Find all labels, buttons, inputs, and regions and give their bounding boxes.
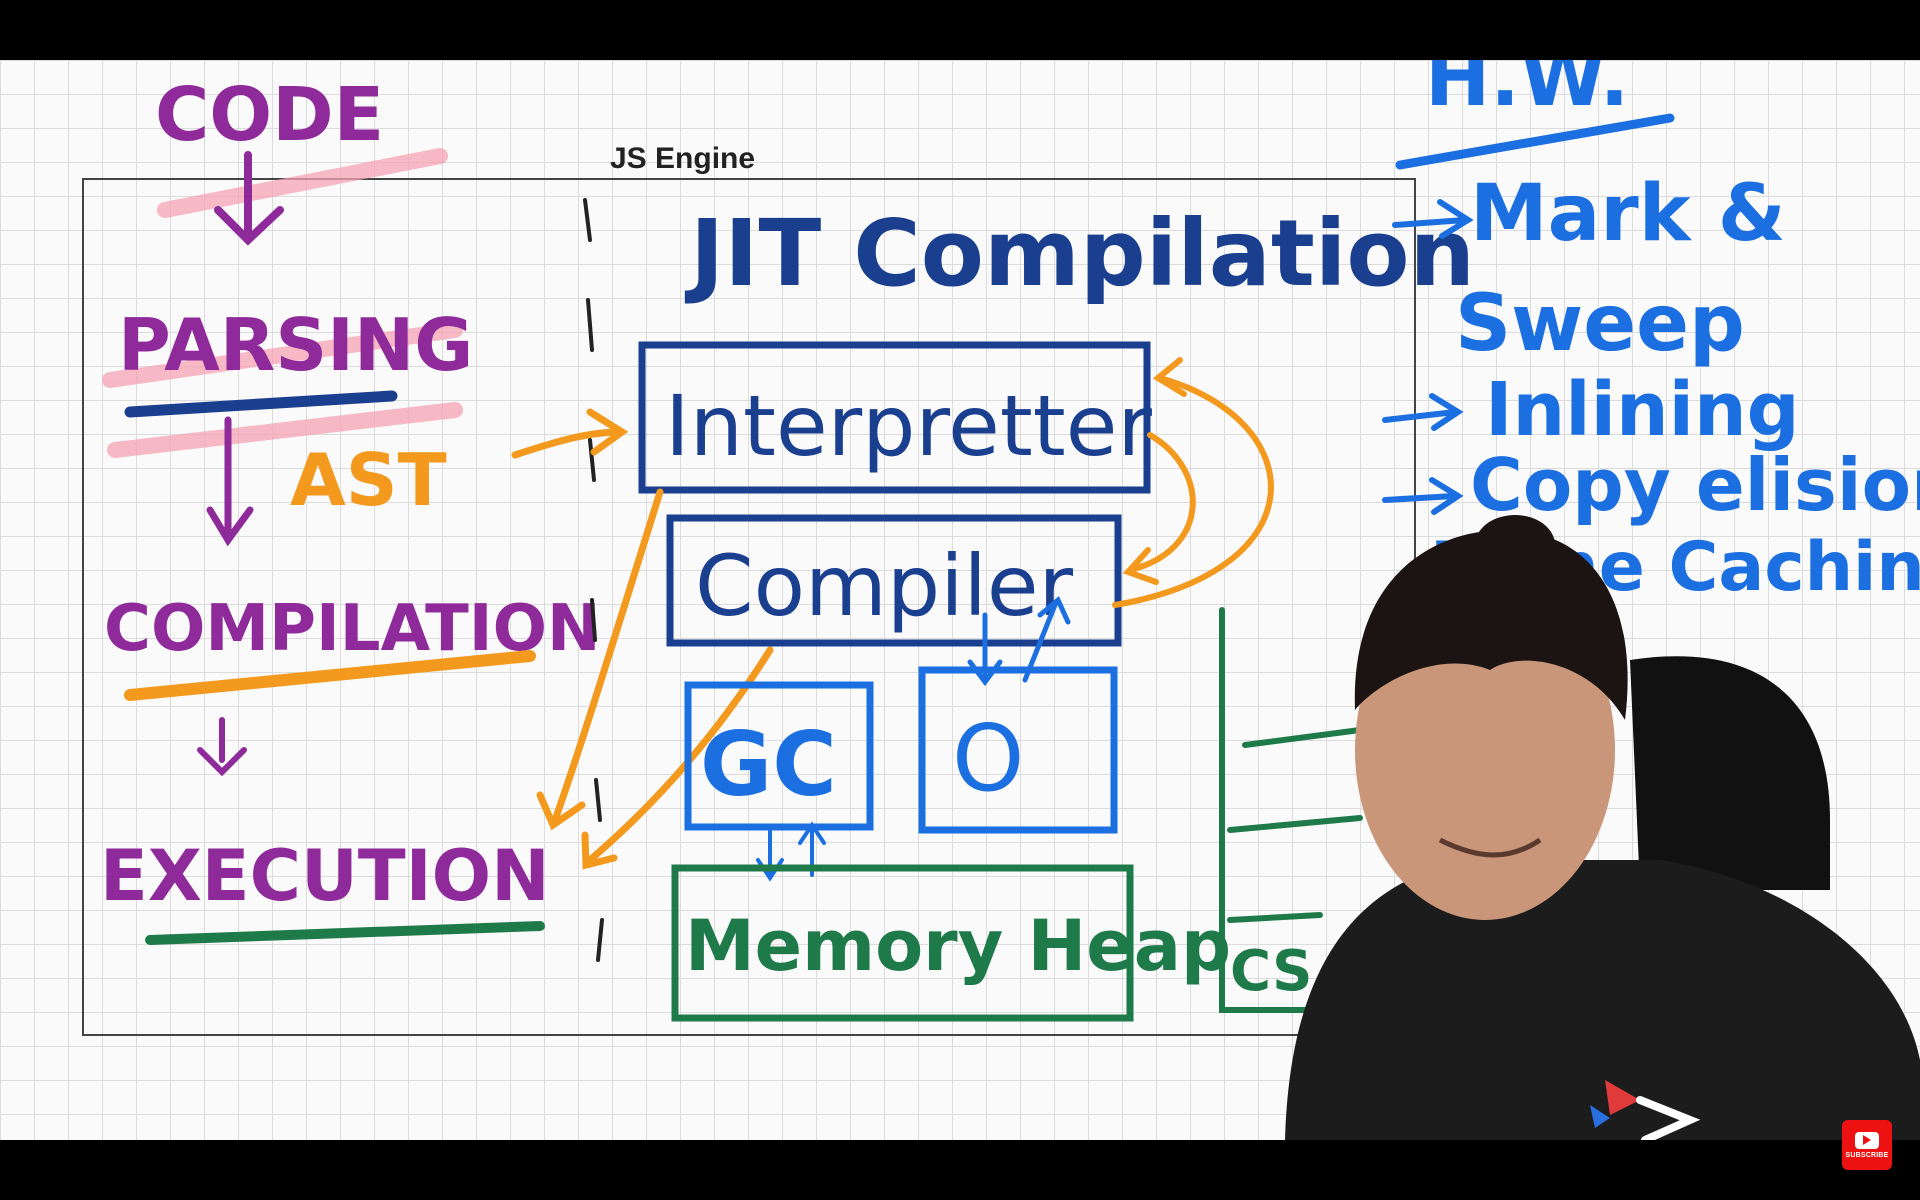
ast-label: AST — [290, 438, 447, 522]
call-stack — [1219, 607, 1363, 1013]
compiler-label: Compiler — [695, 537, 1074, 635]
compilation-underline — [124, 650, 536, 701]
memory-heap-box — [671, 864, 1134, 1022]
presenter-webcam — [1285, 515, 1920, 1140]
arrow-code-to-parsing — [214, 151, 284, 246]
bullet-arrow-2 — [1382, 393, 1464, 431]
homework-item-copy-elision: Copy elision — [1470, 443, 1920, 527]
video-letterbox-bottom — [0, 1140, 1920, 1200]
bullet-arrow-3 — [1382, 477, 1464, 515]
homework-item-inlining: Inlining — [1485, 367, 1800, 453]
memory-heap-label: Memory Heap — [685, 905, 1231, 987]
gc-label: GC — [700, 713, 837, 816]
interpreter-label: Interpretter — [665, 377, 1152, 475]
arrow-compiler-to-interpreter — [1112, 357, 1274, 608]
homework-item-mark: Mark & — [1470, 169, 1786, 259]
execution-underline — [145, 921, 545, 945]
optimizer-box — [918, 666, 1118, 834]
arrow-interpreter-to-compiler — [1122, 432, 1196, 585]
jit-compilation-title: JIT Compilation — [684, 200, 1475, 307]
compiler-box — [666, 514, 1122, 647]
arrow-interpreter-to-execution — [536, 488, 664, 831]
arrow-ast-to-interpreter — [511, 408, 629, 459]
homework-notes: H.W. Mark & Sweep Inlining Copy elision … — [1382, 60, 1920, 607]
js-engine-label: JS Engine — [610, 142, 756, 175]
code-label: CODE — [155, 72, 384, 158]
parsing-label: PARSING — [118, 303, 473, 387]
video-letterbox-top — [0, 0, 1920, 60]
interpreter-box — [638, 341, 1151, 494]
parsing-underline — [124, 390, 398, 418]
whiteboard: JS Engine CODE PARSING AST COMPILATION E… — [0, 60, 1920, 1140]
execution-label: EXECUTION — [100, 835, 550, 917]
homework-underline — [1395, 113, 1675, 170]
optimizer-label: O — [952, 705, 1024, 812]
pink-highlight-strokes — [102, 148, 463, 458]
subscribe-label: SUBSCRIBE — [1845, 1151, 1889, 1159]
homework-title: H.W. — [1425, 60, 1629, 124]
dashed-separator — [583, 198, 604, 962]
arrow-parsing-to-compilation — [206, 416, 254, 547]
homework-item-sweep: Sweep — [1455, 279, 1745, 369]
subscribe-button[interactable]: SUBSCRIBE — [1842, 1120, 1892, 1170]
bullet-arrow-1 — [1392, 199, 1474, 239]
youtube-play-icon — [1855, 1131, 1879, 1149]
gc-box — [684, 681, 874, 831]
call-stack-label: CS — [1230, 939, 1312, 1004]
arrow-compilation-to-execution — [197, 717, 247, 777]
whiteboard-drawing: CODE PARSING AST COMPILATION EXECUTION J… — [100, 60, 1920, 1140]
